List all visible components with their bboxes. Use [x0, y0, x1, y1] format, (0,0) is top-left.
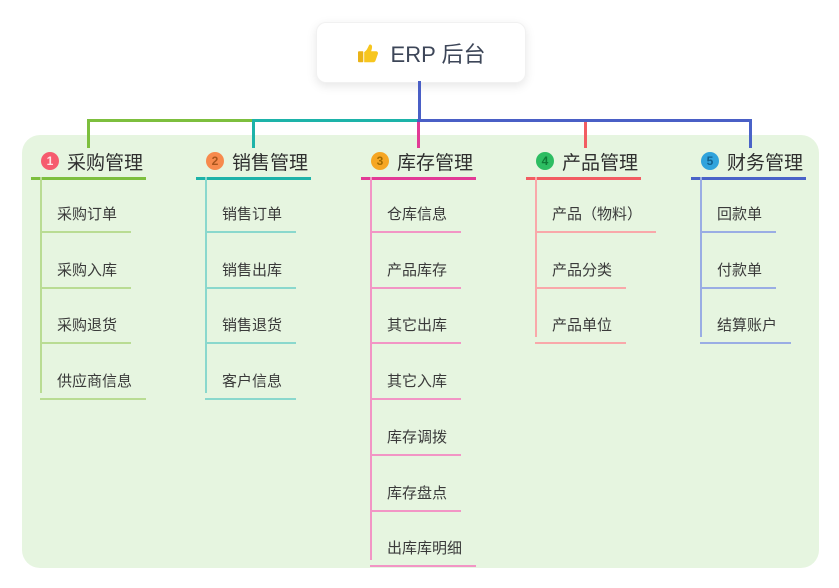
tree-item[interactable]: 产品分类 [535, 242, 627, 289]
tree-branch-line [205, 177, 207, 394]
root-stem-line [418, 81, 421, 122]
tree-item[interactable]: 回款单 [700, 186, 777, 233]
branches-panel [22, 135, 819, 568]
tree-item[interactable]: 出库库明细 [370, 520, 477, 568]
branch-number-badge: 1 [41, 152, 59, 170]
branch-label: 采购管理 [67, 152, 144, 174]
tree-branch-line [700, 177, 702, 338]
bus-segment-left [87, 119, 254, 122]
tree-branch-line [535, 177, 537, 338]
tree-branch-line [40, 177, 42, 394]
branch-header-2[interactable]: 2 销售管理 [196, 149, 311, 180]
bus-segment-right [417, 119, 752, 122]
root-title: ERP 后台 [390, 41, 486, 67]
tree-item[interactable]: 其它出库 [370, 297, 462, 345]
branch-number-badge: 3 [371, 152, 389, 170]
branch-number-badge: 5 [701, 152, 719, 170]
tree-item[interactable]: 采购订单 [40, 186, 132, 233]
root-node[interactable]: ERP 后台 [316, 22, 526, 83]
tree-item[interactable]: 销售退货 [205, 297, 297, 345]
branch-header-1[interactable]: 1 采购管理 [31, 149, 146, 180]
tree-item[interactable]: 产品库存 [370, 242, 462, 289]
tree-item[interactable]: 仓库信息 [370, 186, 462, 233]
branch-header-4[interactable]: 4 产品管理 [526, 149, 641, 180]
tree-item[interactable]: 销售订单 [205, 186, 297, 233]
tree-item[interactable]: 产品单位 [535, 297, 627, 345]
branch-label: 财务管理 [727, 152, 804, 174]
branch-label: 库存管理 [397, 152, 474, 174]
branch-label: 销售管理 [232, 152, 309, 174]
branch-stub-line [417, 122, 420, 148]
branch-number-badge: 2 [206, 152, 224, 170]
branch-stub-line [87, 119, 90, 148]
bus-segment-middle [252, 119, 419, 122]
tree-item[interactable]: 采购退货 [40, 297, 132, 345]
tree-item[interactable]: 付款单 [700, 242, 777, 289]
tree-item[interactable]: 库存盘点 [370, 465, 462, 512]
tree-item[interactable]: 产品（物料） [535, 186, 657, 233]
branch-number-badge: 4 [536, 152, 554, 170]
tree-item[interactable]: 销售出库 [205, 242, 297, 289]
branch-header-3[interactable]: 3 库存管理 [361, 149, 476, 180]
tree-item[interactable]: 库存调拨 [370, 409, 462, 456]
tree-item[interactable]: 供应商信息 [40, 353, 147, 401]
tree-item[interactable]: 客户信息 [205, 353, 297, 401]
branch-label: 产品管理 [562, 152, 639, 174]
branch-header-5[interactable]: 5 财务管理 [691, 149, 806, 180]
thumbs-up-icon [357, 41, 381, 65]
tree-item[interactable]: 其它入库 [370, 353, 462, 401]
branch-stub-line [252, 119, 255, 148]
tree-item[interactable]: 采购入库 [40, 242, 132, 289]
branch-stub-line [584, 122, 587, 148]
branch-stub-line [749, 119, 752, 148]
tree-branch-line [370, 177, 372, 561]
tree-item[interactable]: 结算账户 [700, 297, 792, 345]
